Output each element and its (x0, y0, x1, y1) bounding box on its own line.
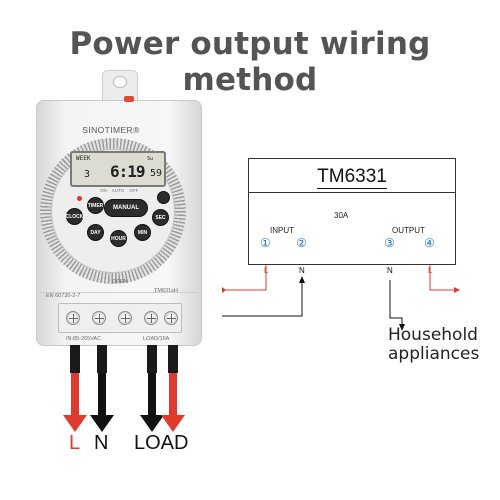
output-label: OUTPUT (392, 226, 425, 235)
extra-button[interactable] (157, 191, 170, 204)
sec-button[interactable]: SEC (152, 209, 169, 226)
schematic-neutral-in (222, 280, 303, 317)
load-neutral-wire (140, 345, 164, 432)
terminal-3: ③ (384, 236, 395, 250)
neutral-wire-in (90, 345, 114, 432)
status-led (77, 196, 82, 201)
model-label: TM631sH (154, 288, 178, 294)
terminal-screw-3[interactable] (118, 311, 132, 325)
schematic-title-text: TM6331 (317, 166, 387, 189)
lcd-su: Su (147, 156, 154, 162)
schematic-live-out (429, 258, 458, 291)
schematic-neutral-out (389, 280, 403, 328)
schematic-box (248, 158, 456, 265)
terminal-1: ① (260, 236, 271, 250)
wire-label-load: LOAD (134, 432, 189, 454)
din-divider (40, 292, 198, 293)
terminal-screw-5[interactable] (164, 311, 178, 325)
wire-label-n: N (94, 432, 109, 454)
terminal-2: ② (296, 236, 307, 250)
min-button[interactable]: MIN (134, 224, 151, 241)
day-button[interactable]: DAY (87, 224, 104, 241)
hanging-hole (113, 76, 127, 88)
clock-button[interactable]: CLOCK (66, 208, 83, 225)
terminal-screw-2[interactable] (92, 311, 106, 325)
open-label: OPEN (112, 279, 128, 285)
live-wire-in (63, 345, 87, 432)
lcd-display: WEEK 3 Su 6:19 59 (70, 151, 166, 187)
switch-rating: 30A (334, 211, 349, 220)
lcd-day: 3 (84, 169, 91, 180)
terminal-l-in: L (264, 266, 269, 275)
terminal-l-out: L (428, 266, 433, 275)
household-line-2: appliances (388, 344, 480, 364)
terminal-n-out: N (387, 266, 393, 275)
schematic-live-in (222, 258, 267, 291)
load-rating-label: LOAD/16A (143, 336, 170, 342)
timer-button[interactable]: TIMER (87, 197, 104, 214)
lcd-time: 6:19 (110, 162, 146, 181)
household-line-1: Household (388, 325, 478, 345)
terminal-screw-4[interactable] (144, 311, 158, 325)
headline: Power output wiring method (69, 26, 431, 98)
terminal-screw-1[interactable] (66, 311, 80, 325)
hour-button[interactable]: HOUR (110, 230, 127, 247)
input-label: INPUT (270, 226, 294, 235)
schematic-divider (248, 192, 456, 193)
indicator-labels: ON AUTO OFF (100, 188, 139, 193)
standard-label: EN 60730-2-7 (46, 293, 81, 299)
household-appliances-label: Household appliances (388, 326, 479, 364)
terminal-4: ④ (424, 236, 435, 250)
terminal-n-in: N (299, 266, 305, 275)
schematic-title: TM6331 (248, 166, 456, 189)
manual-button[interactable]: MANUAL (104, 199, 148, 217)
brand-label: SINOTIMER® (82, 125, 140, 135)
red-indicator-tab (124, 96, 134, 102)
input-voltage-label: IN:85-265VAC (66, 336, 102, 342)
wire-label-l: L (69, 432, 81, 454)
lcd-week-label: WEEK (76, 155, 91, 162)
lcd-seconds: 59 (150, 168, 163, 179)
load-live-wire (161, 345, 185, 432)
